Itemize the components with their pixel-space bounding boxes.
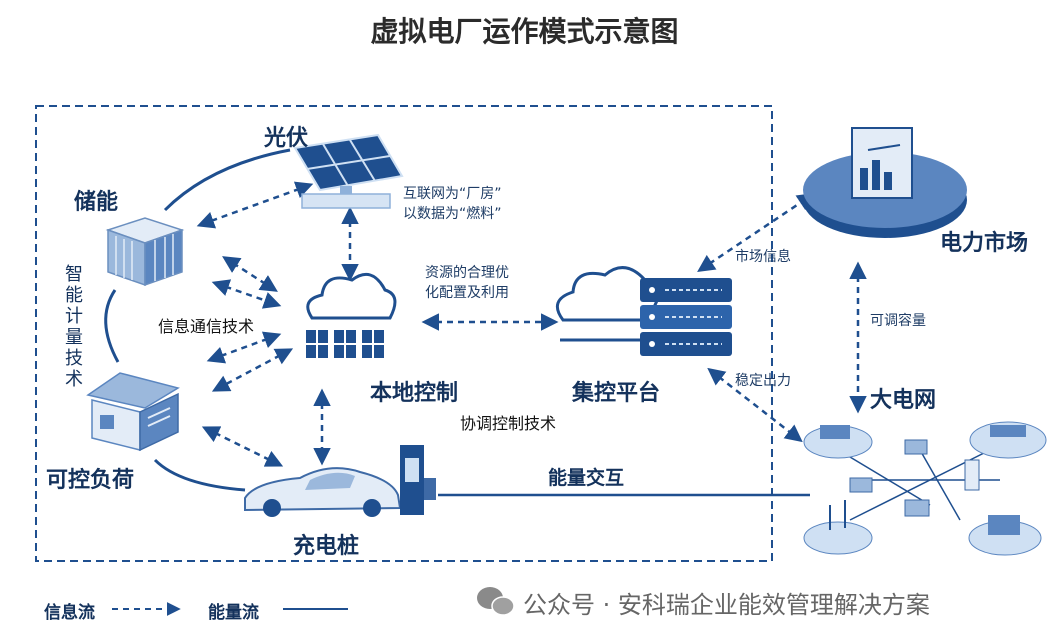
solar-label: 光伏 — [264, 126, 309, 151]
resource-arcs — [104, 148, 291, 492]
power-market-label: 电力市场 — [940, 231, 1029, 256]
wechat-icon — [477, 587, 515, 616]
charging-label: 充电桩 — [293, 534, 360, 559]
grid-network-icon — [803, 421, 1047, 556]
central-platform-icon — [555, 266, 732, 356]
grid-label: 大电网 — [870, 388, 937, 413]
energy-exchange-label: 能量交互 — [548, 467, 625, 489]
power-market-icon — [803, 127, 967, 238]
storage-label: 储能 — [74, 190, 119, 215]
info-comm-label: 信息通信技术 — [158, 317, 255, 336]
coord-control-label: 协调控制技术 — [460, 414, 557, 433]
stable-output-label: 稳定出力 — [735, 373, 791, 389]
charging-pile-icon — [400, 445, 436, 515]
internet-note-line2: 以数据为“燃料” — [403, 206, 502, 222]
adjustable-capacity-label: 可调容量 — [870, 313, 926, 329]
internet-note-line1: 互联网为“厂房” — [403, 186, 502, 202]
central-platform-label: 集控平台 — [572, 381, 661, 406]
footer-source: 公众号 · 安科瑞企业能效管理解决方案 — [523, 591, 930, 619]
house-icon — [86, 372, 180, 452]
market-info-label: 市场信息 — [735, 249, 791, 265]
info-flow-arrows — [196, 181, 867, 467]
resource-note-line2: 化配置及利用 — [425, 285, 509, 301]
page-title: 虚拟电厂运作模式示意图 — [370, 15, 679, 48]
vpp-boundary — [35, 105, 773, 562]
legend-energy-flow-label: 能量流 — [208, 603, 259, 623]
storage-icon — [105, 217, 185, 287]
local-control-label: 本地控制 — [370, 381, 459, 406]
smart-metering-label: 智能计量技术 — [65, 264, 83, 390]
load-label: 可控负荷 — [46, 468, 135, 493]
local-control-icon — [306, 272, 397, 358]
legend-info-flow-label: 信息流 — [44, 603, 95, 623]
resource-note-line1: 资源的合理优 — [425, 265, 509, 281]
electric-car-icon — [244, 467, 402, 517]
solar-panel-icon — [293, 133, 404, 209]
